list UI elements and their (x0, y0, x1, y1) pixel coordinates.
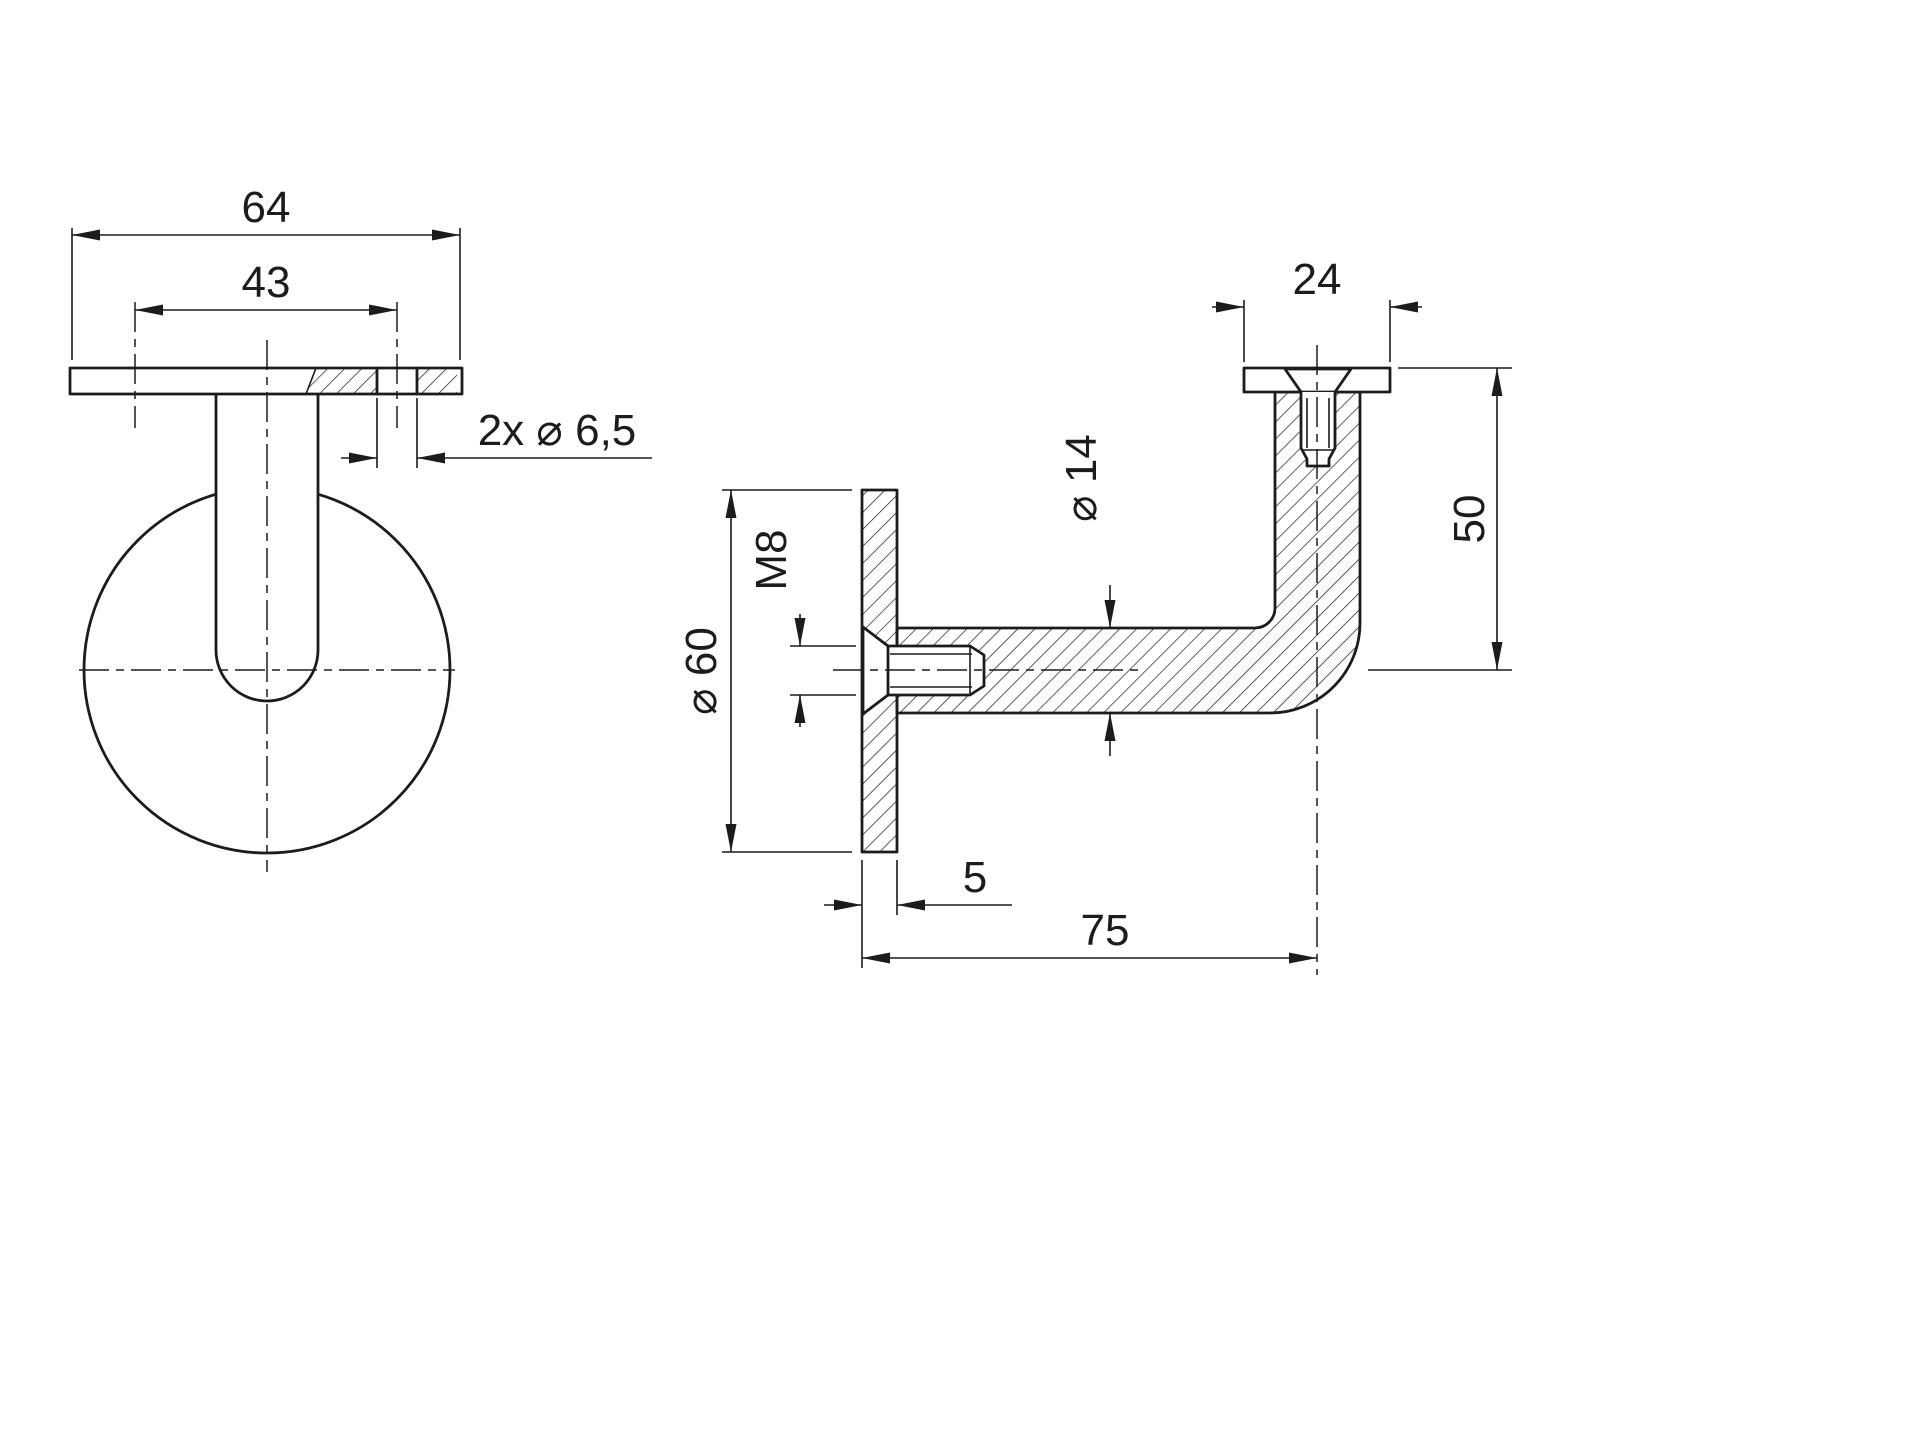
arrowhead (897, 899, 925, 911)
dimension-lines (722, 489, 852, 853)
dim-arm-diameter-label: ⌀ 14 (1057, 434, 1106, 522)
dimension-lines (824, 860, 1012, 968)
section-break-line (305, 367, 317, 395)
dim-plate-width-label: 64 (242, 183, 291, 232)
dim-hole-spacing-label: 43 (242, 258, 291, 307)
plate-section-hatch-right (417, 369, 457, 393)
saddle-screw-shaft (1299, 390, 1337, 468)
arrowhead (135, 304, 163, 316)
dim-thread-size: M8 (747, 529, 856, 727)
arrowhead (862, 952, 890, 964)
hole-walls (375, 366, 419, 396)
wall-screw-shaft-fill (888, 646, 984, 695)
dim-saddle-depth: 24 (1212, 255, 1422, 362)
arrowhead (1289, 952, 1317, 964)
side-view: 24 50 ⌀ 60 M8 ⌀ 14 (677, 255, 1512, 975)
dim-wall-projection: 75 (862, 906, 1317, 964)
dim-arm-diameter: ⌀ 14 (1057, 434, 1116, 756)
arrowhead (1491, 368, 1503, 396)
arrowhead (794, 618, 806, 646)
dimension-lines (1368, 367, 1512, 671)
dimension-lines (1212, 300, 1422, 362)
stem-outline (214, 392, 320, 703)
arrowhead (432, 229, 460, 241)
dim-wall-disc-thickness: 5 (824, 853, 1012, 968)
dim-saddle-depth-label: 24 (1293, 255, 1342, 304)
dim-wall-disc-thickness-label: 5 (963, 853, 987, 902)
arrowhead (725, 490, 737, 518)
arrowhead (794, 695, 806, 723)
dim-drop-height-label: 50 (1445, 495, 1494, 544)
arrowhead (834, 899, 862, 911)
arrowhead (417, 452, 445, 464)
bracket-arm-section (895, 390, 1362, 715)
arrowhead (1390, 301, 1418, 313)
dim-wall-disc-diameter-label: ⌀ 60 (677, 627, 726, 715)
dimension-lines (341, 398, 652, 468)
arrowhead (369, 304, 397, 316)
dim-hole-callout-label: 2x ⌀ 6,5 (478, 406, 637, 455)
front-view: 64 43 2x ⌀ 6,5 (68, 183, 652, 872)
arrowhead (72, 229, 100, 241)
arrowhead (349, 452, 377, 464)
wall-screw-threads (890, 646, 972, 695)
dim-wall-disc-diameter: ⌀ 60 (677, 489, 852, 853)
dimension-lines (71, 228, 461, 360)
arrowhead (1104, 713, 1116, 741)
arrowhead (1491, 642, 1503, 670)
stem-fill (216, 394, 318, 701)
arrowhead (1216, 301, 1244, 313)
saddle-screw-shaft-fill (1301, 392, 1335, 466)
arrowhead (725, 824, 737, 852)
dim-hole-callout: 2x ⌀ 6,5 (341, 398, 652, 468)
wall-screw-shaft (886, 644, 986, 697)
saddle-plate-front (68, 366, 464, 396)
dimension-lines (790, 614, 856, 727)
arrowhead (1104, 600, 1116, 628)
dim-thread-size-label: M8 (747, 529, 796, 590)
dim-hole-spacing: 43 (135, 258, 397, 316)
dim-drop-height: 50 (1368, 367, 1512, 671)
dim-wall-projection-label: 75 (1081, 906, 1130, 955)
dim-plate-width: 64 (71, 183, 461, 360)
plate-section-hatch-left (306, 369, 377, 393)
saddle-screw-threads (1303, 398, 1333, 451)
